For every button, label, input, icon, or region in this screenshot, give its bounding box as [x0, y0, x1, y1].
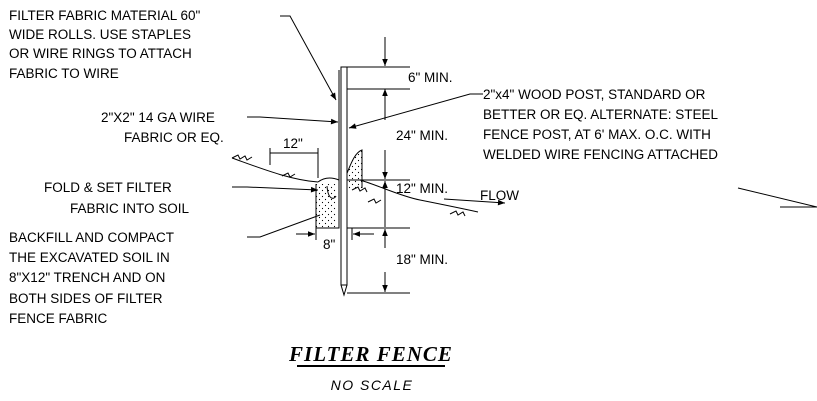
dim-below-label: 18" MIN.: [396, 252, 448, 267]
cut-line: [737, 187, 817, 208]
note-post-line-3: FENCE POST, AT 6' MAX. O.C. WITH: [483, 127, 711, 142]
dim-above-ground-label: 12" MIN.: [396, 181, 448, 196]
note-wire: 2"X2" 14 GA WIRE FABRIC OR EQ.: [101, 110, 224, 145]
note-fabric-line-3: OR WIRE RINGS TO ATTACH: [9, 46, 192, 61]
note-backfill-line-2: THE EXCAVATED SOIL IN: [9, 250, 170, 265]
flow-arrow: [443, 198, 506, 206]
dim-top-label: 6" MIN.: [408, 70, 453, 85]
drawing-scale: NO SCALE: [331, 377, 414, 393]
note-post-line-4: WELDED WIRE FENCING ATTACHED: [483, 147, 718, 162]
note-post-line-1: 2"x4" WOOD POST, STANDARD OR: [483, 87, 706, 102]
note-backfill-line-5: FENCE FABRIC: [9, 311, 108, 326]
leaders: [232, 15, 483, 238]
note-fold: FOLD & SET FILTER FABRIC INTO SOIL: [44, 180, 190, 216]
note-fold-line-2: FABRIC INTO SOIL: [70, 201, 190, 216]
dim-trench-width-label: 8": [323, 237, 336, 252]
note-fabric-line-4: FABRIC TO WIRE: [9, 66, 119, 81]
note-backfill-line-1: BACKFILL AND COMPACT: [9, 230, 174, 245]
note-fabric-line-1: FILTER FABRIC MATERIAL 60": [9, 8, 201, 23]
note-backfill-line-4: BOTH SIDES OF FILTER: [9, 291, 163, 306]
note-fold-line-1: FOLD & SET FILTER: [44, 180, 172, 195]
note-post: 2"x4" WOOD POST, STANDARD OR BETTER OR E…: [483, 87, 719, 162]
vertical-dimension: [347, 37, 410, 294]
fold-width-dimension: [269, 148, 319, 178]
trench-width-dimension: [296, 228, 374, 240]
note-wire-line-2: FABRIC OR EQ.: [124, 130, 224, 145]
note-backfill-line-3: 8"X12" TRENCH AND ON: [9, 270, 165, 285]
note-backfill: BACKFILL AND COMPACT THE EXCAVATED SOIL …: [9, 230, 174, 326]
note-wire-line-1: 2"X2" 14 GA WIRE: [101, 110, 215, 125]
flow-label: FLOW: [480, 188, 519, 203]
note-fabric: FILTER FABRIC MATERIAL 60" WIDE ROLLS. U…: [9, 8, 201, 81]
filter-fabric: [317, 70, 340, 229]
note-post-line-2: BETTER OR EQ. ALTERNATE: STEEL: [483, 107, 719, 122]
wood-post: [340, 66, 348, 297]
dim-middle-label: 24" MIN.: [396, 128, 448, 143]
dim-fold-width-label: 12": [283, 136, 303, 151]
note-fabric-line-2: WIDE ROLLS. USE STAPLES: [9, 27, 191, 42]
ground-line: [231, 154, 479, 217]
drawing-title: FILTER FENCE: [288, 342, 453, 366]
